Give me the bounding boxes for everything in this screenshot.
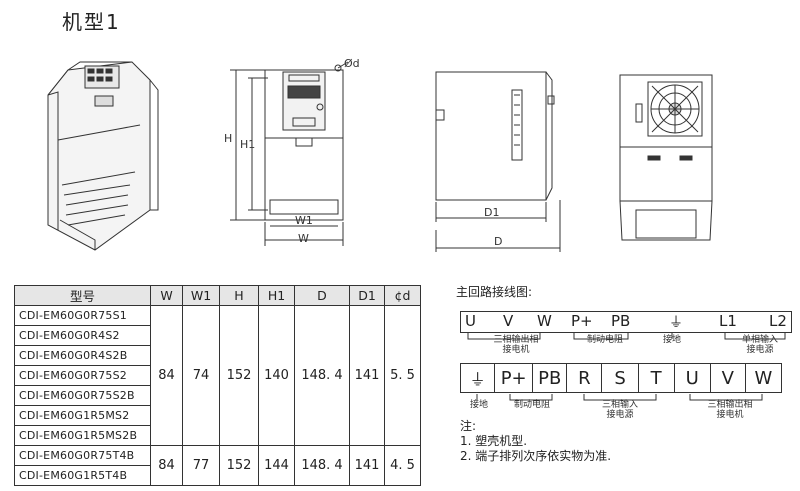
note-single-phase-input: 单相输入 接电源 [741, 335, 778, 355]
value-cell: 5. 5 [384, 305, 421, 446]
col-h: H [219, 285, 259, 306]
terminal-label: T [639, 364, 675, 392]
table-row: CDI-EM60G0R75S2B [14, 385, 421, 406]
note-three-phase-output: 三相输出相 接电机 [707, 400, 753, 420]
brackets-row-1 [467, 333, 786, 340]
model-cell: CDI-EM60G0R4S2B [14, 345, 151, 366]
model-cell: CDI-EM60G1R5MS2B [14, 425, 151, 446]
notes-block: 注: 1. 塑壳机型. 2. 端子排列次序依实物为准. [460, 419, 611, 464]
isometric-view-drawing [47, 61, 159, 251]
terminal-strip-1: U V W P+ PB ⏚ L1 L2 [460, 311, 792, 333]
note-three-phase-input: 三相输入 接电源 [601, 400, 638, 420]
terminal-label: U [675, 364, 711, 392]
model-cell: CDI-EM60G1R5T4B [14, 465, 151, 486]
table-header-row: 型号 W W1 H H1 D D1 ¢d [14, 285, 421, 306]
page-title: 机型1 [62, 10, 121, 34]
model-cell: CDI-EM60G0R75S2B [14, 385, 151, 406]
terminal-label: V [711, 364, 746, 392]
terminal-label: L1 [719, 312, 737, 330]
note-brake-resistor-2: 制动电阻 [513, 400, 550, 410]
ground-icon: ⏚ [669, 315, 683, 331]
terminal-label: L2 [769, 312, 787, 330]
notes-heading: 注: [460, 419, 477, 433]
terminal-label: U [465, 312, 476, 330]
value-cell: 148. 4 [294, 305, 350, 446]
value-cell: 141 [349, 445, 385, 486]
table-row: CDI-EM60G1R5MS2B [14, 425, 421, 446]
col-phi-d: ¢d [384, 285, 421, 306]
terminal-label: S [602, 364, 639, 392]
value-cell: 74 [182, 305, 220, 446]
col-w: W [150, 285, 183, 306]
col-d1: D1 [349, 285, 385, 306]
d1-label: D1 [484, 206, 500, 219]
dimension-drawings [47, 61, 713, 252]
value-cell: 141 [349, 305, 385, 446]
value-cell: 84 [150, 305, 183, 446]
terminal-label: PB [533, 364, 568, 392]
terminal-label: P+ [571, 312, 593, 330]
terminal-label: W [754, 367, 773, 389]
d-label: D [494, 235, 503, 248]
front-view-drawing [230, 61, 349, 246]
terminal-label: R [567, 364, 603, 392]
col-h1: H1 [258, 285, 295, 306]
terminal-strip-2: ⏚ P+ PB R S T U V W [460, 363, 782, 393]
terminal-label: W [537, 312, 552, 330]
note-ground-2: 接地 [469, 400, 488, 410]
note-line: 1. 塑壳机型. [460, 434, 528, 448]
col-w1: W1 [182, 285, 220, 306]
side-view-drawing [435, 71, 561, 252]
w-label: W [298, 232, 309, 245]
table-row: CDI-EM60G0R75T4B 84 77 152 144 148. 4 14… [14, 445, 421, 486]
h1-label: H1 [240, 138, 256, 151]
col-model: 型号 [14, 285, 151, 306]
value-cell: 152 [219, 445, 259, 486]
terminal-label: P+ [495, 364, 534, 392]
col-d: D [294, 285, 350, 306]
model-cell: CDI-EM60G0R75S2 [14, 365, 151, 386]
value-cell: 77 [182, 445, 220, 486]
w1-label: W1 [295, 214, 313, 227]
value-cell: 148. 4 [294, 445, 350, 486]
rear-view-drawing [619, 74, 713, 241]
value-cell: 84 [150, 445, 183, 486]
brackets-row-2 [476, 394, 763, 401]
phi-d-label: Ød [344, 57, 360, 70]
note-brake-resistor: 制动电阻 [586, 335, 623, 345]
wiring-title: 主回路接线图: [456, 285, 533, 299]
table-row: CDI-EM60G1R5MS2 [14, 405, 421, 426]
note-ground: 接地 [662, 335, 681, 345]
model-cell: CDI-EM60G0R75T4B [14, 445, 151, 466]
h-label: H [224, 132, 233, 145]
ground-icon: ⏚ [461, 364, 496, 392]
note-output-motor: 三相输出相 接电机 [493, 335, 539, 355]
dimension-table: 型号 W W1 H H1 D D1 ¢d CDI-EM60G0R75S1 84 … [14, 285, 421, 486]
table-row: CDI-EM60G1R5T4B [14, 465, 421, 486]
value-cell: 140 [258, 305, 295, 446]
note-line: 2. 端子排列次序依实物为准. [460, 449, 612, 463]
value-cell: 4. 5 [384, 445, 421, 486]
model-cell: CDI-EM60G0R4S2 [14, 325, 151, 346]
terminal-label: PB [611, 312, 631, 330]
value-cell: 144 [258, 445, 295, 486]
table-row: CDI-EM60G0R75S1 84 74 152 140 148. 4 141… [14, 305, 421, 446]
model-cell: CDI-EM60G0R75S1 [14, 305, 151, 326]
model-cell: CDI-EM60G1R5MS2 [14, 405, 151, 426]
value-cell: 152 [219, 305, 259, 446]
terminal-label: V [503, 312, 514, 330]
